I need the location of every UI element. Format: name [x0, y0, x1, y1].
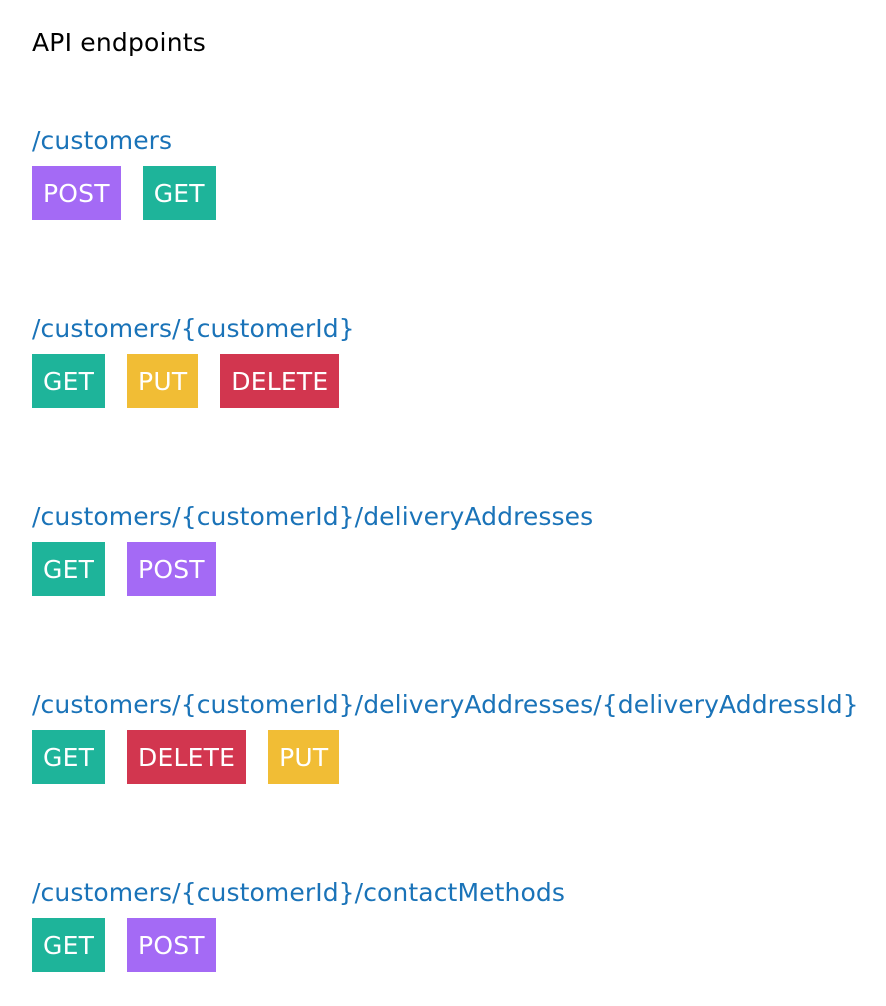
method-badge-group: GET DELETE PUT	[32, 730, 859, 784]
method-badge-post[interactable]: POST	[32, 166, 121, 220]
endpoint-path-link[interactable]: /customers/{customerId}/deliveryAddresse…	[32, 690, 859, 719]
method-badge-delete[interactable]: DELETE	[127, 730, 247, 784]
endpoint-customer-by-id: /customers/{customerId} GET PUT DELETE	[32, 312, 355, 408]
method-badge-group: GET POST	[32, 918, 565, 972]
endpoint-path-link[interactable]: /customers	[32, 126, 173, 155]
method-badge-get[interactable]: GET	[142, 166, 216, 220]
endpoint-path-link[interactable]: /customers/{customerId}/deliveryAddresse…	[32, 502, 594, 531]
endpoint-customers: /customers POST GET	[32, 124, 216, 220]
endpoint-delivery-addresses: /customers/{customerId}/deliveryAddresse…	[32, 500, 593, 596]
method-badge-get[interactable]: GET	[32, 354, 106, 408]
method-badge-put[interactable]: PUT	[268, 730, 340, 784]
endpoint-delivery-address-by-id: /customers/{customerId}/deliveryAddresse…	[32, 688, 859, 784]
method-badge-get[interactable]: GET	[32, 542, 106, 596]
page-title: API endpoints	[32, 28, 206, 57]
endpoint-path-link[interactable]: /customers/{customerId}/contactMethods	[32, 878, 565, 907]
method-badge-group: GET PUT DELETE	[32, 354, 355, 408]
method-badge-get[interactable]: GET	[32, 918, 106, 972]
endpoint-path-link[interactable]: /customers/{customerId}	[32, 314, 355, 343]
endpoint-contact-methods: /customers/{customerId}/contactMethods G…	[32, 876, 565, 972]
method-badge-put[interactable]: PUT	[127, 354, 199, 408]
method-badge-post[interactable]: POST	[127, 918, 216, 972]
method-badge-post[interactable]: POST	[127, 542, 216, 596]
method-badge-group: POST GET	[32, 166, 216, 220]
method-badge-delete[interactable]: DELETE	[220, 354, 340, 408]
method-badge-group: GET POST	[32, 542, 593, 596]
method-badge-get[interactable]: GET	[32, 730, 106, 784]
